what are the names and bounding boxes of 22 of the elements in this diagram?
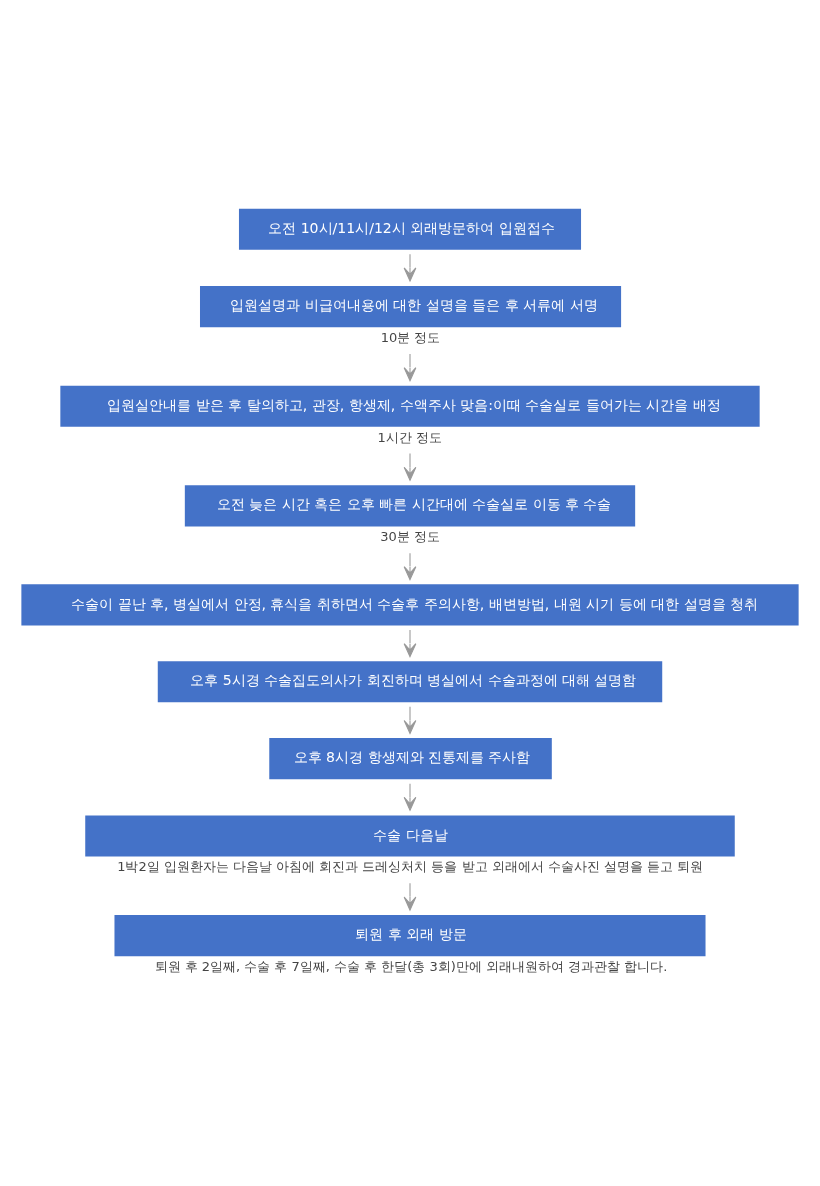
arrow [403,452,417,481]
arrow [403,782,417,811]
arrow [403,628,417,657]
node-label: 10분 정도 [380,329,441,345]
node-box: 퇴원 후 외래 방문 [114,914,706,956]
arrow [403,352,417,381]
node-label: 1박2일 입원환자는 다음날 아침에 회진과 드레싱처치 등을 받고 외래에서 수술사진 설명을 듣고 퇴원 [117,858,704,874]
arrow [403,705,417,734]
arrow [403,253,417,281]
node-label: 1시간 정도 [377,429,442,445]
node-box: 수술 다음날 [85,814,735,857]
arrow [403,882,417,911]
node-label: 퇴원 후 2일째, 수술 후 7일째, 수술 후 한달(총 3회)만에 외래내원하여 경과관찰 합니다. [154,958,668,974]
node-box: 오후 8시경 항생제와 진통제를 주사함 [269,737,552,779]
node-box: 오전 10시/11시/12시 외래방문하여 입원접수 [238,208,582,250]
node-box: 수술이 끝난 후, 병실에서 안정, 휴식을 취하면서 수술후 주의사항, 배변방법, 내원 시기 등에 대한 설명을 청취 [21,583,799,625]
node-box: 오후 5시경 수술집도의사가 회진하며 병실에서 수술과정에 대해 설명함 [157,660,663,702]
node-box: 오전 늦은 시간 혹은 오후 빠른 시간대에 수술실로 이동 후 수술 [184,484,636,526]
node-box: 입원설명과 비급여내용에 대한 설명을 들은 후 서류에 서명 [200,285,622,327]
node-box: 입원실안내를 받은 후 탈의하고, 관장, 항생제, 수액주사 맞음:이때 수술실로 들어가는 시간을 배정 [60,385,760,427]
node-label: 30분 정도 [380,528,440,544]
arrow [403,552,417,580]
